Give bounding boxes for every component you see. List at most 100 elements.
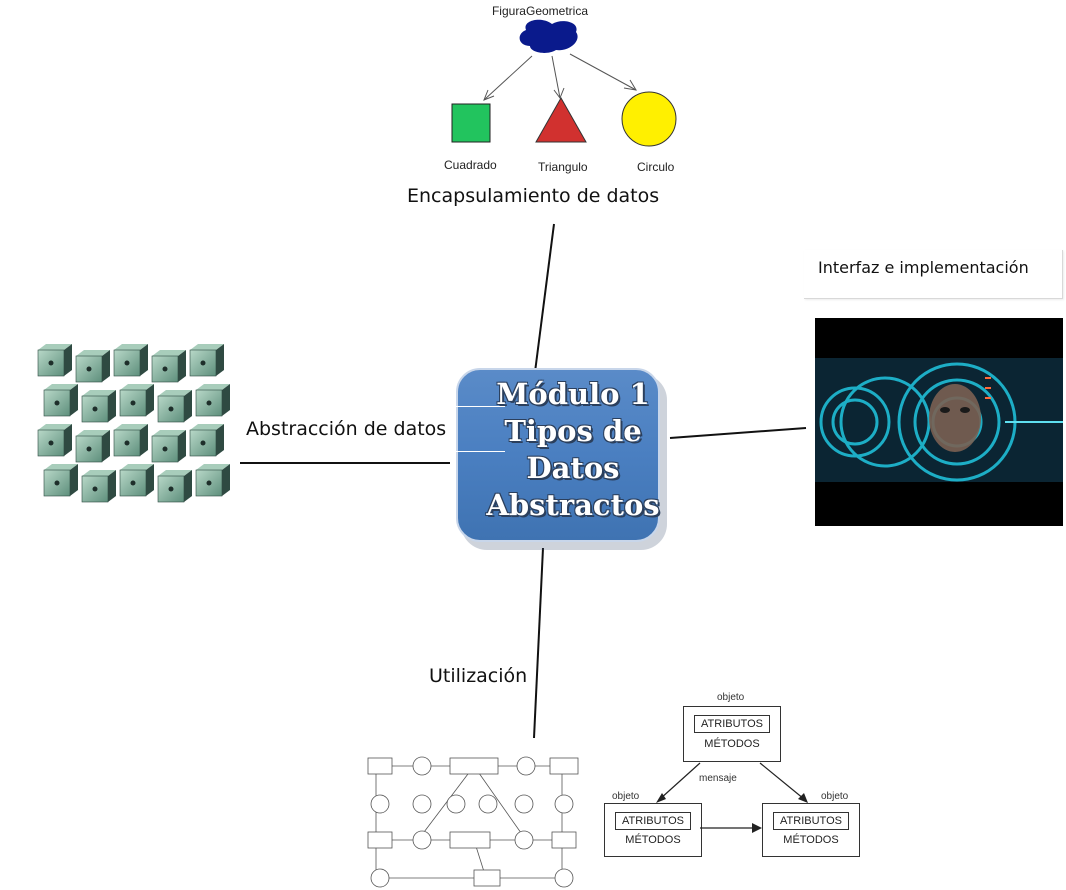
cube-hole [168,406,174,412]
cube-front-face [75,355,103,383]
cube-cells [37,344,230,503]
objeto-top-label: objeto [717,692,745,703]
cube-side-face [64,344,72,376]
label-triangulo: Triangulo [538,160,588,174]
topic-interfaz: Interfaz e implementación [818,258,1029,277]
cube-side-face [216,344,224,376]
cube-hole [168,486,174,492]
cube-hole [124,440,130,446]
cube-top-face [158,390,192,396]
cube-side-face [140,424,148,456]
cube-side-face [102,350,110,382]
cube-side-face [184,470,192,502]
cube-grid-image [37,344,230,503]
cube-hole [162,366,168,372]
cube-top-face [44,384,78,390]
objeto-right-label: objeto [821,791,849,802]
module-line-2: Tipos de [504,414,642,448]
objeto-left-metodos: MÉTODOS [625,834,681,846]
cube-side-face [102,430,110,462]
central-module-box [456,368,660,542]
cube-top-face [158,470,192,476]
cube-side-face [216,424,224,456]
label-circulo: Circulo [637,160,675,174]
cube-hole [206,400,212,406]
central-module-title: Módulo 1 Tipos de Datos Abstractos [456,376,660,524]
cube-top-face [152,350,186,356]
cube-top-face [120,464,154,470]
cube-top-face [190,424,224,430]
objeto-right-atributos: ATRIBUTOS [773,812,849,830]
cube-top-face [190,344,224,350]
cube-side-face [222,384,230,416]
object-diagram-arrows [656,762,808,833]
objeto-top-metodos: MÉTODOS [704,738,760,750]
cube-hole [92,486,98,492]
cube-top-face [82,390,116,396]
arrow-to-circulo [569,53,637,91]
circle-shape [621,91,677,147]
cube-side-face [178,430,186,462]
arrow-to-right-object [759,762,805,800]
topic-utilizacion: Utilización [429,665,528,687]
figura-root-label: FiguraGeometrica [491,4,589,18]
module-line-1: Módulo 1 [496,377,650,411]
objeto-left-box: ATRIBUTOS MÉTODOS [604,803,702,857]
cube-hole [92,406,98,412]
cube-side-face [184,390,192,422]
cube-top-face [114,424,148,430]
cube-top-face [38,344,72,350]
cube-hole [54,400,60,406]
objeto-left-label: objeto [612,791,640,802]
cube-top-face [120,384,154,390]
objeto-left-atributos: ATRIBUTOS [615,812,691,830]
cube-side-face [222,464,230,496]
cube-top-face [44,464,78,470]
cube-hole [54,480,60,486]
label-cuadrado: Cuadrado [444,158,497,172]
cube-hole [200,440,206,446]
cube-top-face [196,464,230,470]
cube-top-face [196,384,230,390]
cube-hole [86,366,92,372]
module-line-4: Abstractos [486,488,660,522]
module-connector-marks [455,406,505,452]
cube-top-face [76,350,110,356]
cube-hole [206,480,212,486]
network-diagram-image [367,756,579,888]
cube-hole [130,480,136,486]
topic-abstraccion: Abstracción de datos [246,418,447,440]
figura-diagram [451,19,677,147]
cube-hole [124,360,130,366]
cube-hole [48,360,54,366]
arrow-to-left-object [659,762,701,800]
cube-hole [130,400,136,406]
cube-top-face [82,470,116,476]
module-line-3: Datos [526,451,620,485]
mensaje-label: mensaje [699,773,737,784]
topic-encapsulamiento: Encapsulamiento de datos [407,185,660,207]
objeto-right-box: ATRIBUTOS MÉTODOS [762,803,860,857]
cube-side-face [146,384,154,416]
cube-side-face [70,464,78,496]
cube-side-face [108,470,116,502]
cube-side-face [140,344,148,376]
cube-side-face [64,424,72,456]
cloud-root-shape [519,19,578,53]
cube-side-face [178,350,186,382]
square-shape [451,103,491,143]
triangle-shape [535,96,587,143]
cube-side-face [108,390,116,422]
connector-utilizacion [533,547,544,739]
arrow-to-cuadrado [483,55,533,101]
cube-top-face [152,430,186,436]
objeto-top-box: ATRIBUTOS MÉTODOS [683,706,781,762]
connector-interfaz [669,427,807,439]
cube-hole [48,440,54,446]
cube-hole [86,446,92,452]
cube-side-face [70,384,78,416]
cube-hole [162,446,168,452]
objeto-right-metodos: MÉTODOS [783,834,839,846]
cube-top-face [76,430,110,436]
